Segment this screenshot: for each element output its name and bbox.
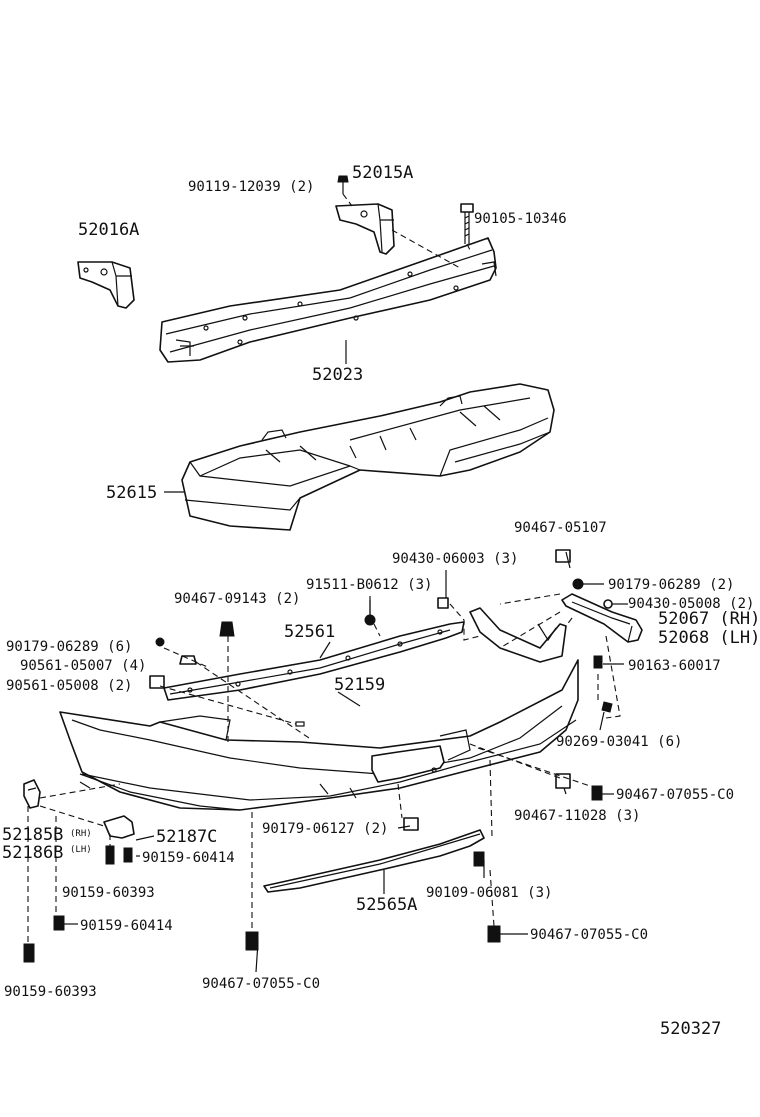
retainer-52067-52068 [561,593,643,643]
label-90105-10346: 90105-10346 [474,211,567,227]
screw-90159-60393-upper-icon [105,845,115,865]
label-90159-60393-a: 90159-60393 [62,885,155,901]
screw-90159-60393-lower-icon [23,943,35,963]
label-90467-05107: 90467-05107 [514,520,607,536]
bolt-90119-12039-icon [337,175,349,194]
clip-90561-05008-icon [149,675,165,689]
label-52015a: 52015A [352,163,413,183]
label-52186b-lh: (LH) [70,845,92,855]
label-52023: 52023 [312,365,363,385]
screw-90269-03041-icon [601,701,613,713]
clip-90179-06127-icon [403,817,419,831]
label-52615: 52615 [106,483,157,503]
label-52186b: 52186B [2,843,63,863]
bumper-cover-52159 [59,607,579,811]
screw-90159-60414-upper-icon [123,847,133,863]
label-90467-07055-c0-b: 90467-07055-C0 [530,927,648,943]
label-90179-06289-6: 90179-06289 (6) [6,639,132,655]
label-90179-06127: 90179-06127 (2) [262,821,388,837]
label-90561-05007: 90561-05007 (4) [20,658,146,674]
screw-90159-60414-lower-icon [53,915,65,931]
label-52185b: 52185B [2,825,63,845]
label-52159: 52159 [334,675,385,695]
clip-90467-11028-icon [555,773,571,789]
bracket-52015a [335,203,395,255]
label-90159-60393-b: 90159-60393 [4,984,97,1000]
label-90269-03041: 90269-03041 (6) [556,734,682,750]
screw-90163-60017-icon [593,655,603,669]
label-91511-b0612: 91511-B0612 (3) [306,577,432,593]
nut-90179-06289-6-icon [155,637,165,647]
nut-90430-06003-icon [437,597,449,609]
label-90467-09143: 90467-09143 (2) [174,591,300,607]
diagram-code: 520327 [660,1019,721,1039]
label-90467-07055-c0-c: 90467-07055-C0 [202,976,320,992]
label-90430-05008: 90430-05008 (2) [628,596,754,612]
rail-52561 [163,621,465,701]
clip-90561-05007-icon [179,655,197,665]
label-90159-60414-a: 90159-60414 [142,850,235,866]
label-90430-06003: 90430-06003 (3) [392,551,518,567]
bracket-52187c [103,815,135,839]
bolt-90105-10346-icon [460,203,474,244]
label-90119-12039: 90119-12039 (2) [188,179,314,195]
nut-90179-06289-icon [572,578,584,590]
label-52561: 52561 [284,622,335,642]
absorber-52615 [181,383,555,531]
label-90179-06289-2: 90179-06289 (2) [608,577,734,593]
clip-90467-07055-c0-upper-icon [591,785,603,801]
label-90159-60414-b: 90159-60414 [80,918,173,934]
label-90467-07055-c0-a: 90467-07055-C0 [616,787,734,803]
label-52565a: 52565A [356,895,417,915]
label-90109-06081: 90109-06081 (3) [426,885,552,901]
clip-90467-07055-c0-lower-icon [487,925,501,943]
label-90467-11028: 90467-11028 (3) [514,808,640,824]
label-52068-lh: 52068 (LH) [658,628,760,648]
side-bracket-52185b [23,779,41,809]
reinforcement-52023 [159,237,497,363]
label-90163-60017: 90163-60017 [628,658,721,674]
nut-90430-05008-icon [603,599,613,609]
label-90561-05008: 90561-05008 (2) [6,678,132,694]
label-52067-rh: 52067 (RH) [658,609,760,629]
label-52016a: 52016A [78,220,139,240]
strip-52565a [263,829,485,893]
clip-90467-09143-icon [219,621,235,637]
label-52187c: 52187C [156,827,217,847]
label-52185b-rh: (RH) [70,829,92,839]
clip-90467-07055-c0-left-icon [245,931,259,951]
bracket-52016a [77,261,135,309]
screw-90109-06081-icon [473,851,485,867]
